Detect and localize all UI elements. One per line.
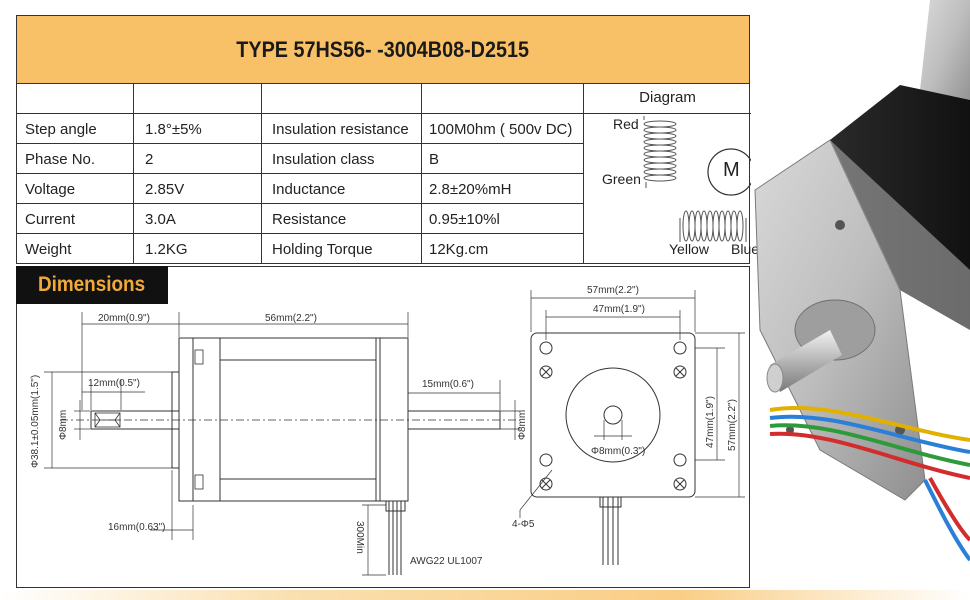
spec-label-current: Current <box>25 211 76 228</box>
spec-label-holding-torque: Holding Torque <box>272 241 373 258</box>
dim-label-boss-diameter: Φ38.1±0.05mm(1.5") <box>30 374 41 468</box>
spec-value-inductance: 2.8±20%mH <box>429 181 512 198</box>
grid-line <box>17 143 583 144</box>
spec-value-insulation-class: B <box>429 151 440 168</box>
dim-label-wire-spec: AWG22 UL1007 <box>410 556 483 567</box>
dim-label-lead-length: 300Min <box>354 521 365 554</box>
bottom-accent-band <box>0 590 970 600</box>
dim-label-front-shaft-dia: Φ8mm <box>58 409 69 440</box>
blue-wire <box>769 414 970 454</box>
dimensions-top-rule <box>168 266 750 267</box>
grid-line <box>17 113 583 114</box>
spec-value-holding-torque: 12Kg.cm <box>429 241 489 258</box>
spec-value-voltage: 2.85V <box>145 181 185 198</box>
dim-label-rear-shaft-dia: Φ8mm <box>517 409 528 440</box>
dim-label-mount-holes: 4-Φ5 <box>512 519 535 530</box>
dim-label-hole-spacing-v: 47mm(1.9") <box>705 396 716 448</box>
spec-label-inductance: Inductance <box>272 181 346 198</box>
green-wire <box>769 423 970 467</box>
yellow-wire <box>769 405 970 442</box>
motor-shaft <box>770 330 842 392</box>
dim-label-front-shaft: 20mm(0.9") <box>98 313 150 324</box>
spec-value-phase: 2 <box>145 151 154 168</box>
diagram-header: Diagram <box>584 83 751 114</box>
dim-label-rear-shaft: 15mm(0.6") <box>422 379 474 390</box>
dimension-drawing-svg <box>44 290 745 576</box>
grid-line <box>421 83 422 264</box>
dim-label-flange-thickness: 16mm(0.63") <box>108 522 166 533</box>
dim-label-hole-spacing-h: 47mm(1.9") <box>593 304 645 315</box>
side-dimension-lines <box>44 312 520 576</box>
grid-line <box>133 83 134 264</box>
spec-table: TYPE 57HS56- -3004B08-D2515 Step angle 1… <box>16 15 759 264</box>
dim-label-flange-height: 57mm(2.2") <box>727 399 738 451</box>
spec-label-insulation-resistance: Insulation resistance <box>272 121 409 138</box>
coil-a-icon <box>643 116 677 188</box>
wire-label-blue: Blue <box>731 241 760 257</box>
grid-line <box>17 233 583 234</box>
wire-label-yellow: Yellow <box>669 241 709 257</box>
dim-label-body-length: 56mm(2.2") <box>265 313 317 324</box>
title-bar: TYPE 57HS56- -3004B08-D2515 <box>17 16 749 84</box>
grid-line <box>17 203 583 204</box>
spec-label-voltage: Voltage <box>25 181 76 198</box>
spec-value-current: 3.0A <box>145 211 176 228</box>
spec-label-resistance: Resistance <box>272 211 347 228</box>
spec-value-resistance: 0.95±10%l <box>429 211 500 228</box>
wiring-diagram: Diagram <box>583 83 759 264</box>
dimensions-tab: Dimensions <box>16 266 168 304</box>
spec-label-weight: Weight <box>25 241 72 258</box>
spec-grid: Step angle 1.8°±5% Insulation resistance… <box>17 83 583 264</box>
front-view <box>530 332 696 565</box>
red-wire <box>769 431 970 480</box>
spec-value-insulation-resistance: 100M0hm ( 500v DC) <box>429 121 573 138</box>
grid-line <box>17 173 583 174</box>
side-view <box>90 337 501 575</box>
spec-label-step-angle: Step angle <box>25 121 97 138</box>
coil-b-icon <box>679 210 747 242</box>
grid-line <box>261 83 262 264</box>
wire-label-red: Red <box>613 116 639 132</box>
dim-label-flange-width: 57mm(2.2") <box>587 285 639 296</box>
dimensions-frame <box>16 266 750 588</box>
wire-label-green: Green <box>602 171 641 187</box>
spec-value-step-angle: 1.8°±5% <box>145 121 202 138</box>
spec-label-phase: Phase No. <box>25 151 96 168</box>
dim-label-center-shaft: Φ8mm(0.3") <box>591 446 646 457</box>
stepper-motor-photo <box>754 0 970 562</box>
rear-cap <box>920 0 970 110</box>
spec-label-insulation-class: Insulation class <box>272 151 375 168</box>
model-title: TYPE 57HS56- -3004B08-D2515 <box>236 36 530 62</box>
coil-diagram-svg <box>643 116 751 242</box>
front-dimension-lines <box>519 290 745 518</box>
spec-value-weight: 1.2KG <box>145 241 188 258</box>
motor-symbol-label: M <box>723 159 740 181</box>
dimensions-title: Dimensions <box>38 273 146 296</box>
dim-label-key-length: 12mm(0.5") <box>88 378 140 389</box>
motor-symbol-icon <box>707 148 751 196</box>
